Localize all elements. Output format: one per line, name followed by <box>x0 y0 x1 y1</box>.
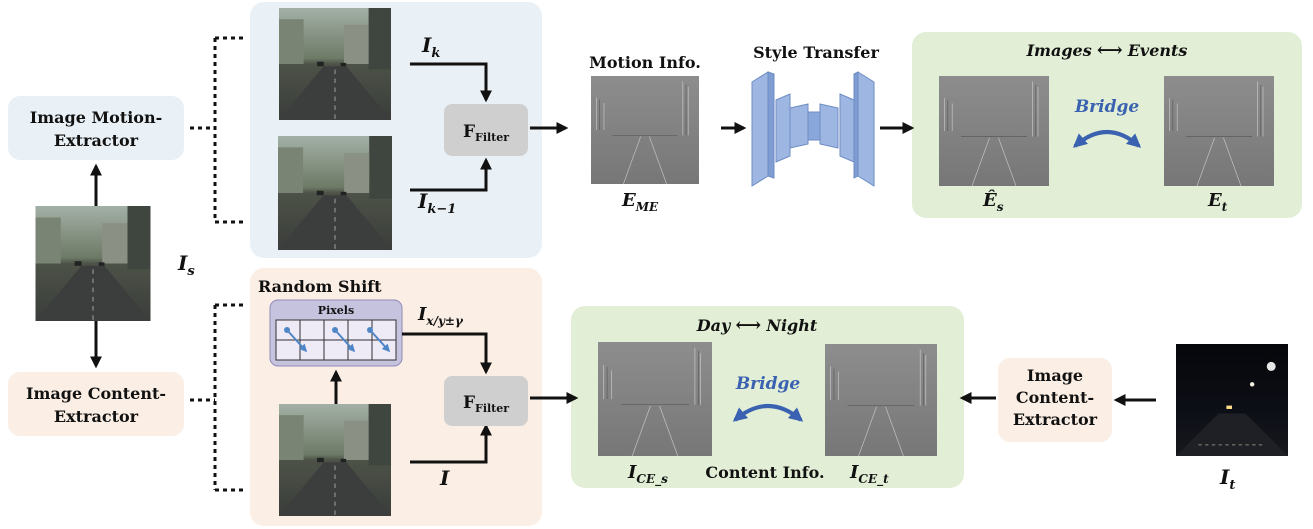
motion-bracket <box>190 36 245 224</box>
events-bridge-arrow <box>1072 130 1142 148</box>
frame-k-minus-1-image <box>277 136 393 250</box>
pixels-title: Pixels <box>318 304 354 317</box>
motion-event-image <box>590 76 700 184</box>
content-filter-label: FFilter <box>463 393 509 415</box>
frame-k-image <box>278 8 392 120</box>
style-transfer-network <box>751 71 875 187</box>
target-extractor-line3: Extractor <box>1013 410 1098 429</box>
content-info-title: Content Info. <box>705 463 824 482</box>
day-night-caption: Day ⟷ Night <box>696 315 818 336</box>
motion-filter-box <box>444 104 528 156</box>
content-extractor-line2: Extractor <box>54 407 139 426</box>
input-image-label: I <box>439 466 450 490</box>
content-source-label: ICE_s <box>627 462 668 487</box>
content-bridge-label: Bridge <box>735 374 801 394</box>
motion-filter-label: FFilter <box>463 122 509 144</box>
random-shift-title: Random Shift <box>258 277 382 296</box>
target-extractor-line1: Image <box>1027 366 1083 385</box>
content-extractor-box <box>8 372 184 436</box>
target-event-label: Et <box>1207 190 1228 214</box>
frame-k-label: Ik <box>421 33 440 61</box>
motion-event-label: EME <box>621 190 659 214</box>
arrow-frame-k-minus-1-to-filter <box>410 157 492 192</box>
motion-extractor-line2: Extractor <box>54 131 139 150</box>
motion-extractor-box <box>8 96 184 160</box>
target-night-image <box>1175 344 1289 456</box>
frame-k-minus-1-label: Ik−1 <box>417 189 456 217</box>
style-transfer-title: Style Transfer <box>753 43 879 62</box>
target-event-image <box>1163 76 1275 186</box>
target-extractor-line2: Content- <box>1016 388 1094 407</box>
source-image <box>34 206 152 321</box>
arrow-image-to-filter <box>410 423 492 464</box>
source-image-label: Is <box>177 251 195 279</box>
content-source-image <box>597 342 713 456</box>
pixel-shift-arrows <box>284 327 391 353</box>
content-filter-box <box>444 376 528 426</box>
source-event-image <box>938 76 1050 186</box>
content-bridge-arrow <box>732 404 804 422</box>
source-event-label: Ês <box>982 188 1004 214</box>
arrow-pixels-to-filter <box>402 332 492 375</box>
content-extractor-line1: Image Content- <box>26 384 166 403</box>
content-target-image <box>824 344 938 456</box>
events-bridge-label: Bridge <box>1074 97 1140 117</box>
target-content-extractor-box <box>998 358 1112 442</box>
shifted-image-label: Ix/y±γ <box>417 304 464 328</box>
content-bracket <box>190 303 245 492</box>
motion-info-title: Motion Info. <box>589 53 701 72</box>
content-input-image <box>278 404 392 516</box>
content-target-label: ICE_t <box>849 462 889 487</box>
arrow-frame-k-to-filter <box>410 62 492 103</box>
images-events-caption: Images ⟷ Events <box>1026 40 1188 61</box>
motion-extractor-line1: Image Motion- <box>30 108 163 127</box>
target-image-label: It <box>1219 465 1235 493</box>
